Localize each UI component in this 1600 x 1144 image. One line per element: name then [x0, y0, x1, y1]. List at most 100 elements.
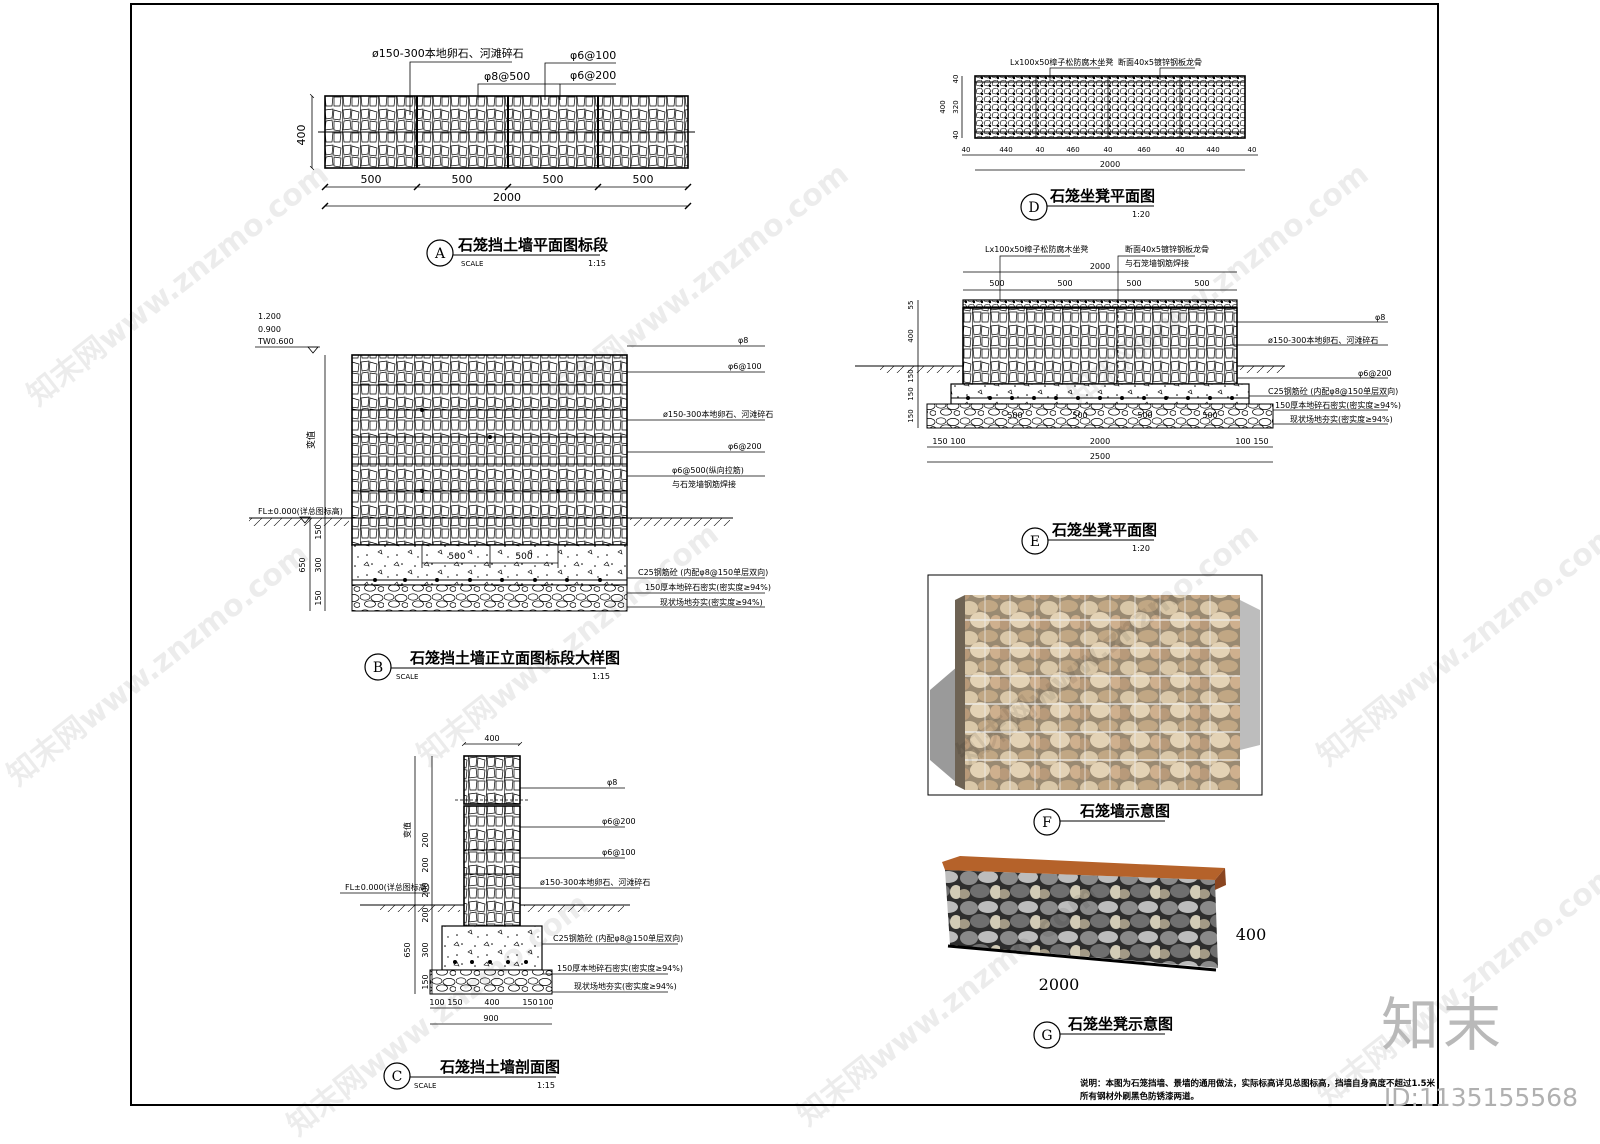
b-elev-1200: 1.200 — [258, 312, 281, 321]
c-dim-400-top: 400 — [484, 734, 499, 743]
a-dim-2000: 2000 — [493, 191, 521, 204]
e-scale: 1:20 — [1132, 544, 1150, 553]
a-letter: A — [434, 246, 446, 262]
b-stone-label: ø150-300本地卵石、河滩碎石 — [663, 409, 773, 419]
g-letter: G — [1041, 1028, 1052, 1044]
d-dim-40-5: 40 — [1248, 146, 1257, 154]
sheet-frame — [130, 3, 1439, 1106]
c-title: 石笼挡土墙剖面图 — [439, 1058, 560, 1076]
c-fl: FL±0.000(详总图标高) — [345, 882, 430, 892]
detail-c: 400 变值 200 200 200 200 300 150 650 FL±0.… — [340, 734, 683, 1090]
brand-logo-text: 知末 — [1380, 991, 1505, 1059]
b-elev-0900: 0.900 — [258, 325, 281, 334]
f-gabion-wall-render — [965, 595, 1240, 790]
c-dim-650: 650 — [403, 942, 412, 957]
e-dim-500-t4: 500 — [1194, 279, 1209, 288]
d-dim-440-1: 440 — [999, 146, 1012, 154]
d-dim-40-1: 40 — [962, 146, 971, 154]
e-dim-400: 400 — [907, 329, 915, 342]
e-c25-label: C25钢筋砼 (内配φ8@150单层双向) — [1268, 386, 1398, 396]
b-fl: FL±0.000(详总图标高) — [258, 506, 343, 516]
e-steel-label: 断面40x5镀锌钢板龙骨 — [1125, 244, 1209, 254]
f-letter: F — [1042, 815, 1052, 831]
c-stone-label: ø150-300本地卵石、河滩碎石 — [540, 877, 650, 887]
c-var-height: 变值 — [402, 822, 412, 838]
e-title: 石笼坐凳平面图 — [1051, 521, 1157, 539]
e-dim-500-t3: 500 — [1126, 279, 1141, 288]
c-dim-150a: 150 — [447, 998, 462, 1007]
detail-g: 400 2000 G 石笼坐凳示意图 — [942, 856, 1267, 1049]
c-scale-word: SCALE — [414, 1082, 436, 1090]
d-title: 石笼坐凳平面图 — [1049, 187, 1155, 205]
d-scale: 1:20 — [1132, 210, 1150, 219]
general-notes: 说明：本图为石笼挡墙、景墙的通用做法，实际标高详见总图标高，挡墙自身高度不超过1… — [1080, 1078, 1580, 1104]
c-gravel-label: 150厚本地碎石密实(密实度≥94%) — [557, 963, 683, 973]
b-rebar-6a100: φ6@100 — [728, 362, 762, 371]
e-dim-500-t2: 500 — [1057, 279, 1072, 288]
b-dim-150b: 150 — [314, 590, 323, 605]
e-wood-label: Lx100x50樟子松防腐木坐凳 — [985, 244, 1088, 254]
c-rebar-6a100: φ6@100 — [602, 848, 636, 857]
c-dim-900: 900 — [483, 1014, 498, 1023]
e-dim-500-b1: 500 — [1007, 411, 1022, 420]
e-dim-2000-top: 2000 — [1090, 262, 1110, 271]
d-steel-label: 断面40x5镀锌钢板龙骨 — [1118, 57, 1202, 67]
d-dim-320: 320 — [952, 100, 960, 113]
e-dim-500-b2: 500 — [1072, 411, 1087, 420]
e-dim-500-b3: 500 — [1137, 411, 1152, 420]
d-letter: D — [1028, 200, 1039, 216]
b-dim-300: 300 — [314, 557, 323, 572]
d-dim-460-2: 460 — [1137, 146, 1150, 154]
detail-b: 500 500 1.200 0.900 TW0.600 变值 FL±0.000(… — [249, 312, 773, 681]
b-title: 石笼挡土墙正立面图标段大样图 — [409, 649, 620, 667]
b-dim-150a: 150 — [314, 524, 323, 539]
a-scale-word: SCALE — [461, 260, 483, 268]
c-letter: C — [392, 1069, 403, 1085]
b-rebar-8: φ8 — [738, 336, 748, 345]
b-scale: 1:15 — [592, 672, 610, 681]
b-var-height: 变值 — [305, 431, 317, 449]
b-c25-label: C25钢筋砼 (内配φ8@150单层双向) — [638, 567, 768, 577]
e-dim-100-l: 100 — [950, 437, 965, 446]
e-dim-150-l: 150 — [932, 437, 947, 446]
b-elev-tw: TW0.600 — [257, 337, 294, 346]
b-dim-500-1: 500 — [448, 552, 465, 562]
c-dim-150b: 150 — [522, 998, 537, 1007]
e-dim-2000: 2000 — [1090, 437, 1110, 446]
a-stone-label: ø150-300本地卵石、河滩碎石 — [372, 46, 524, 60]
d-dim-40a: 40 — [952, 75, 960, 84]
a-dim-500-4: 500 — [633, 173, 654, 186]
c-dim-300: 300 — [421, 942, 430, 957]
e-gravel-label: 150厚本地碎石密实(密实度≥94%) — [1275, 400, 1401, 410]
detail-d: Lx100x50樟子松防腐木坐凳 断面40x5镀锌钢板龙骨 40 320 40 … — [939, 57, 1258, 221]
e-dim-55: 55 — [907, 301, 915, 310]
e-rebar-8: φ8 — [1375, 313, 1385, 322]
image-id-text: ID:1135155568 — [1383, 1083, 1578, 1112]
f-title: 石笼墙示意图 — [1079, 802, 1170, 820]
a-scale: 1:15 — [588, 259, 606, 268]
e-weld-label: 与石笼墙钢筋焊接 — [1125, 258, 1189, 268]
e-dim-150b: 150 — [907, 387, 915, 400]
e-dim-100-r: 100 — [1235, 437, 1250, 446]
e-dim-500-t1: 500 — [989, 279, 1004, 288]
b-letter: B — [373, 660, 383, 676]
detail-f: F 石笼墙示意图 — [927, 574, 1263, 836]
c-dim-200a: 200 — [421, 832, 430, 847]
c-dim-200d: 200 — [421, 907, 430, 922]
d-dim-40-2: 40 — [1036, 146, 1045, 154]
g-title: 石笼坐凳示意图 — [1067, 1015, 1173, 1033]
b-dim-500-2: 500 — [515, 552, 532, 562]
d-dim-400: 400 — [939, 100, 947, 113]
a-rebar-8a500: φ8@500 — [484, 70, 530, 83]
g-dim-400: 400 — [1236, 925, 1267, 944]
d-dim-2000: 2000 — [1100, 160, 1120, 169]
e-letter: E — [1030, 534, 1040, 550]
a-rebar-6a100: φ6@100 — [570, 49, 616, 62]
e-dim-150a: 150 — [907, 369, 915, 382]
g-dim-2000: 2000 — [1039, 975, 1080, 994]
b-gravel-label: 150厚本地碎石密实(密实度≥94%) — [645, 582, 771, 592]
d-dim-460-1: 460 — [1066, 146, 1079, 154]
a-title: 石笼挡土墙平面图标段 — [457, 236, 608, 254]
c-dim-400: 400 — [484, 998, 499, 1007]
